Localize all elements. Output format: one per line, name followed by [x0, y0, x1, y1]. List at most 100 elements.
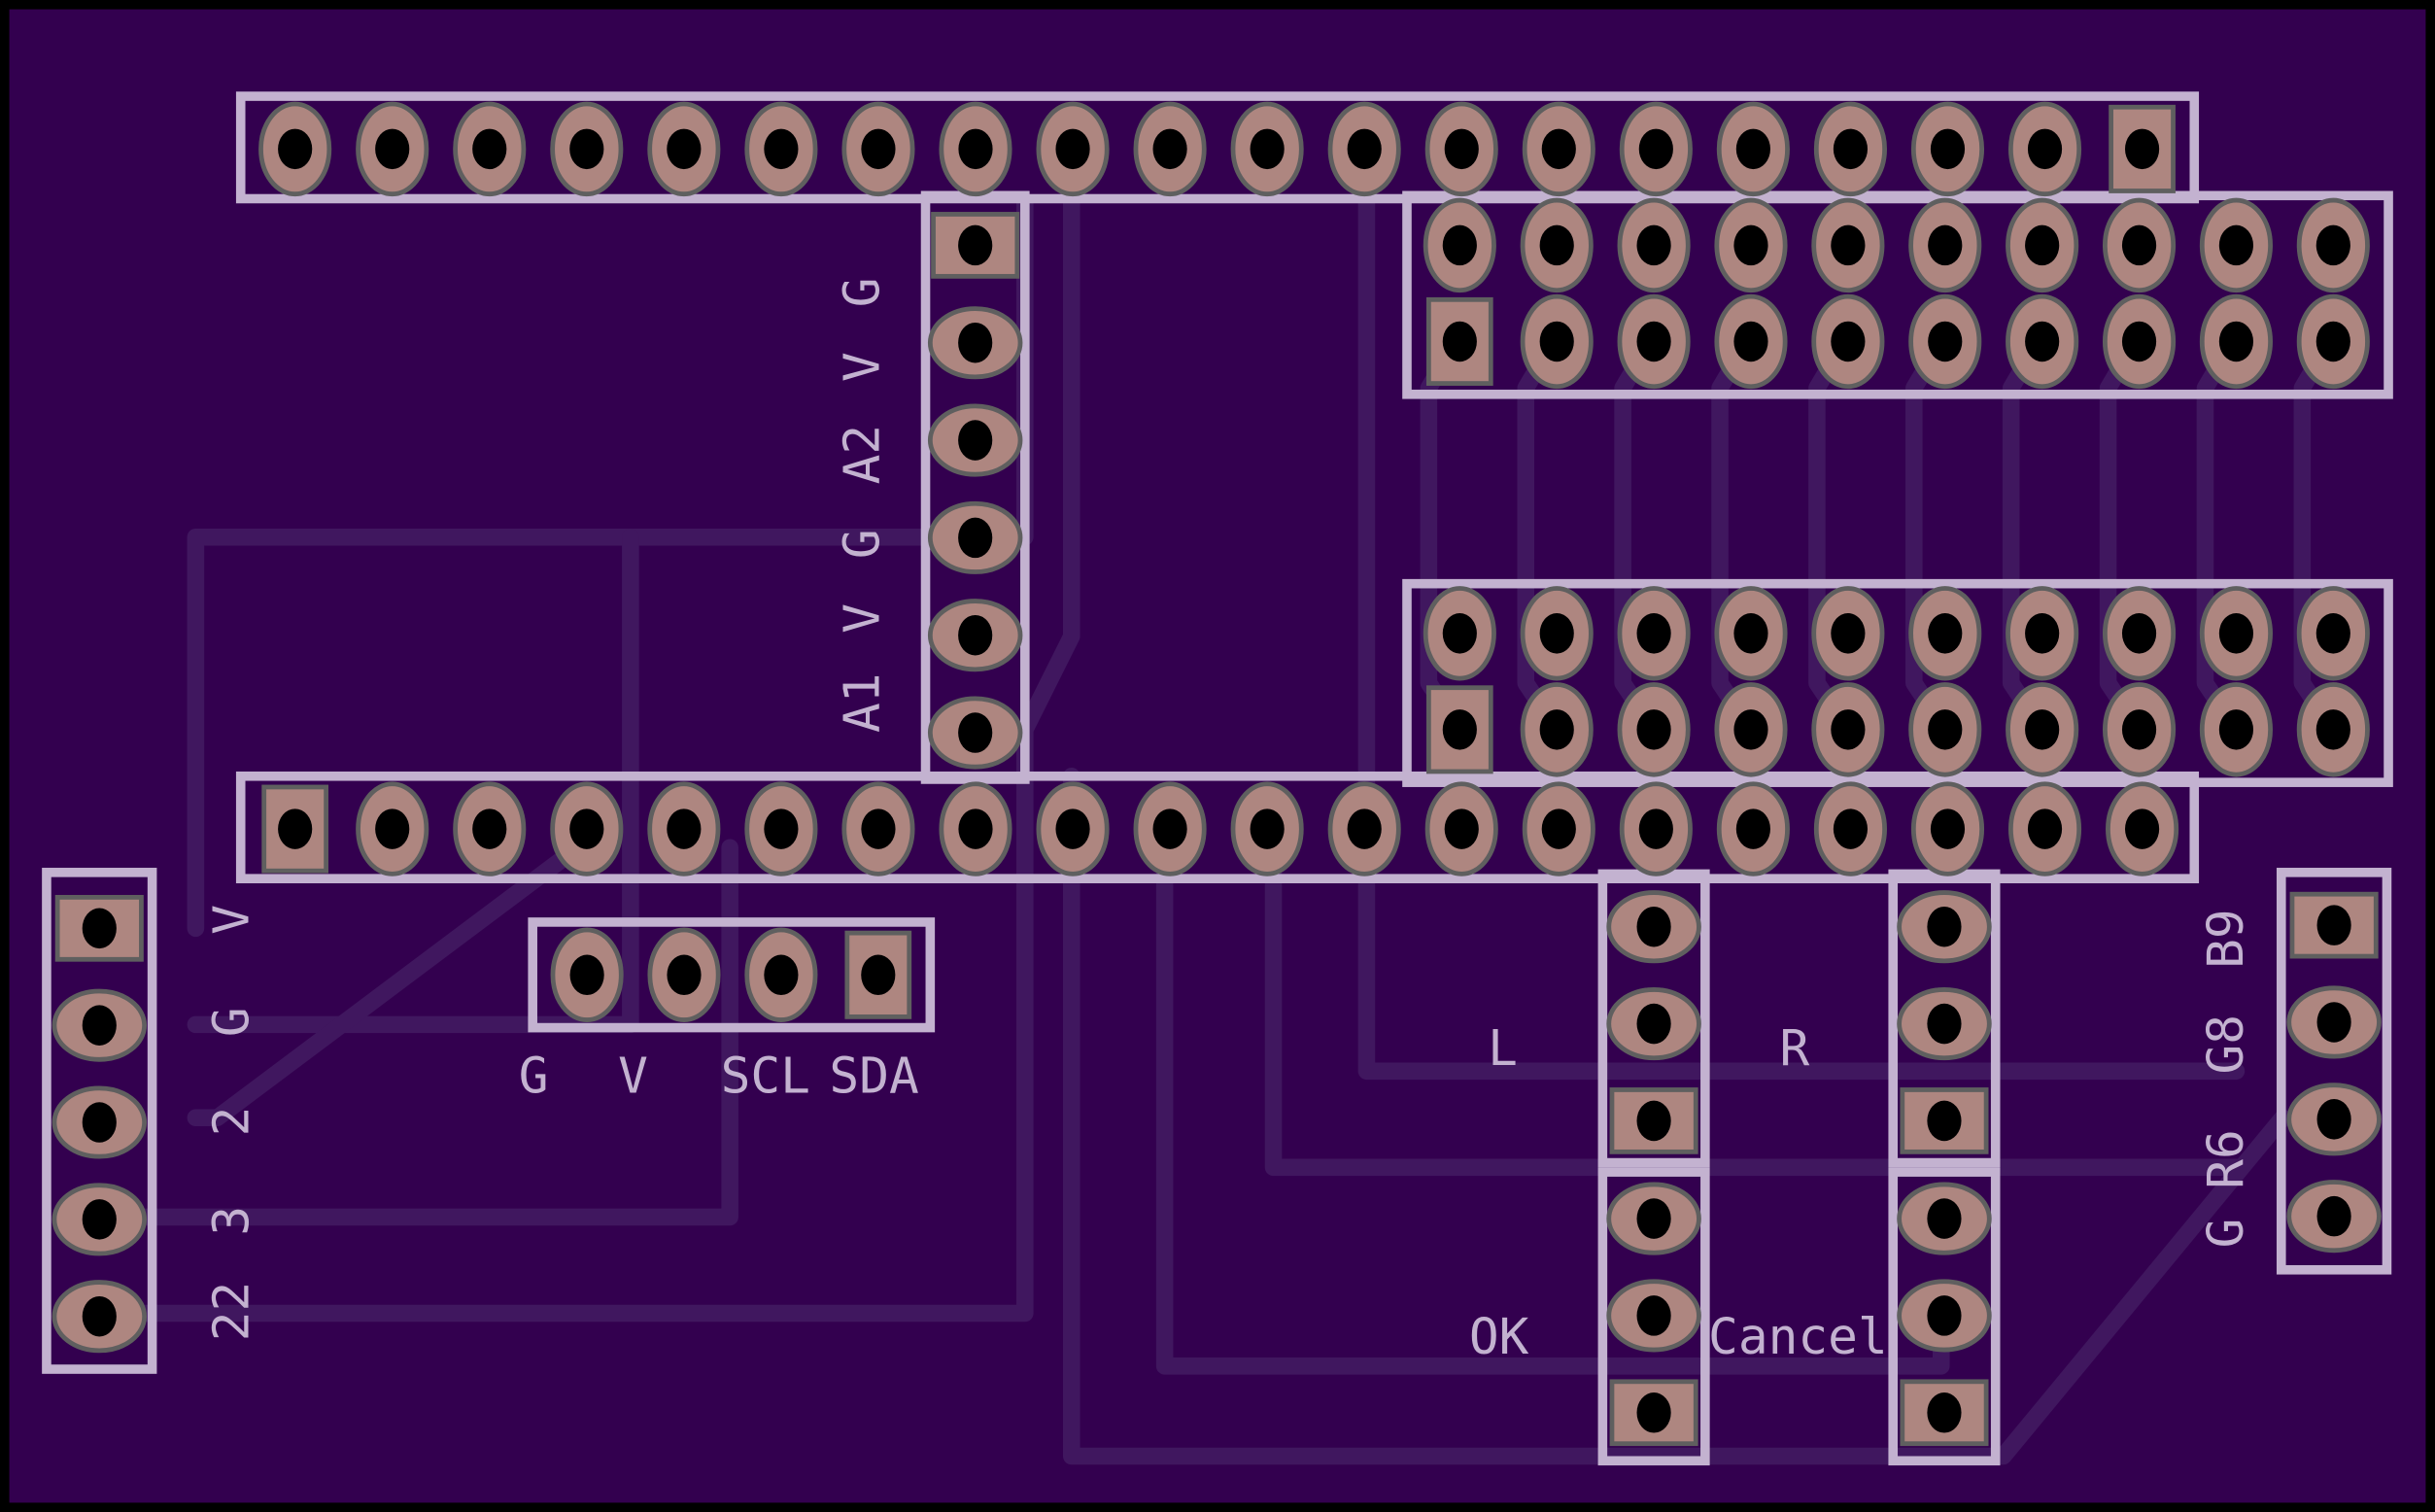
- oval-pad: [550, 101, 624, 197]
- drill-hole: [82, 1199, 117, 1240]
- oval-pad: [2199, 586, 2273, 681]
- drill-hole: [569, 128, 604, 170]
- drill-hole: [1638, 128, 1673, 170]
- label-A1: A1: [835, 672, 892, 733]
- drill-hole: [1347, 808, 1382, 849]
- oval-pad: [1908, 682, 1982, 777]
- trace: [1357, 192, 2246, 1081]
- drill-hole: [958, 322, 993, 363]
- drill-hole: [2025, 321, 2060, 362]
- drill-hole: [1539, 224, 1574, 266]
- drill-hole: [1930, 128, 1966, 170]
- drill-hole: [1831, 709, 1866, 750]
- oval-pad: [1606, 890, 1701, 964]
- drill-hole: [1831, 321, 1866, 362]
- oval-pad: [51, 988, 148, 1062]
- oval-pad: [1811, 586, 1885, 681]
- drill-hole: [1541, 808, 1576, 849]
- oval-pad: [1619, 781, 1693, 876]
- oval-pad: [1716, 781, 1790, 876]
- oval-pad: [2007, 101, 2082, 197]
- oval-pad: [2106, 781, 2179, 876]
- square-pad: [1425, 685, 1493, 774]
- drill-hole: [1636, 1295, 1671, 1336]
- oval-pad: [927, 306, 1023, 380]
- drill-hole: [2315, 709, 2350, 750]
- drill-hole: [1735, 808, 1770, 849]
- label-left-G: G: [204, 1007, 261, 1037]
- oval-pad: [2102, 682, 2177, 777]
- drill-hole: [2218, 321, 2254, 362]
- drill-hole: [1927, 1295, 1962, 1336]
- oval-pad: [1230, 101, 1304, 197]
- label-G2: G: [835, 278, 892, 308]
- oval-pad: [1716, 101, 1790, 197]
- trace: [93, 839, 738, 1226]
- oval-pad: [744, 927, 818, 1022]
- drill-hole: [764, 128, 799, 170]
- drill-hole: [2121, 613, 2157, 654]
- drill-hole: [2218, 224, 2254, 266]
- oval-pad: [1908, 197, 1982, 293]
- oval-pad: [550, 927, 624, 1022]
- label-i2c-G: G: [519, 1048, 549, 1106]
- label-A2: A2: [835, 425, 892, 485]
- oval-pad: [647, 927, 721, 1022]
- drill-hole: [1636, 1198, 1671, 1239]
- drill-hole: [2124, 128, 2160, 170]
- oval-pad: [2199, 682, 2273, 777]
- oval-pad: [1897, 987, 1992, 1061]
- drill-hole: [958, 224, 993, 266]
- label-rgb-G8: G8: [2198, 1014, 2255, 1075]
- oval-pad: [2296, 293, 2370, 390]
- drill-hole: [2025, 613, 2060, 654]
- oval-pad: [1606, 1182, 1701, 1255]
- drill-hole: [1636, 613, 1671, 654]
- label-left-V: V: [204, 905, 261, 935]
- drill-hole: [1831, 224, 1866, 266]
- drill-hole: [1055, 808, 1090, 849]
- drill-hole: [375, 128, 410, 170]
- oval-pad: [258, 101, 332, 197]
- drill-hole: [1927, 1198, 1962, 1239]
- oval-pad: [1617, 197, 1691, 293]
- drill-hole: [1442, 224, 1477, 266]
- oval-pad: [2007, 781, 2082, 876]
- drill-hole: [1928, 613, 1963, 654]
- label-rgb-B9: B9: [2198, 909, 2255, 969]
- drill-hole: [861, 954, 896, 996]
- drill-hole: [1636, 1392, 1671, 1433]
- drill-hole: [1733, 709, 1768, 750]
- oval-pad: [2296, 197, 2370, 293]
- drill-hole: [1928, 224, 1963, 266]
- oval-pad: [550, 781, 624, 876]
- square-pad: [2289, 891, 2379, 959]
- oval-pad: [1813, 781, 1887, 876]
- oval-pad: [1520, 682, 1594, 777]
- drill-hole: [1833, 808, 1869, 849]
- drill-hole: [1636, 1100, 1671, 1142]
- drill-hole: [472, 808, 507, 849]
- oval-pad: [2286, 1180, 2382, 1254]
- drill-hole: [1055, 128, 1090, 170]
- oval-pad: [647, 781, 721, 876]
- oval-pad: [2006, 682, 2079, 777]
- drill-hole: [82, 1005, 117, 1046]
- drill-hole: [2316, 1099, 2351, 1140]
- oval-pad: [939, 781, 1012, 876]
- oval-pad: [2102, 197, 2177, 293]
- drill-hole: [1638, 808, 1673, 849]
- oval-pad: [927, 403, 1023, 477]
- drill-hole: [1927, 1100, 1962, 1142]
- square-pad: [2109, 104, 2176, 193]
- oval-pad: [1522, 781, 1595, 876]
- drill-hole: [1733, 613, 1768, 654]
- oval-pad: [356, 781, 429, 876]
- drill-hole: [2124, 808, 2160, 849]
- drill-hole: [1539, 321, 1574, 362]
- oval-pad: [453, 781, 527, 876]
- drill-hole: [1250, 128, 1285, 170]
- oval-pad: [1908, 586, 1982, 681]
- drill-hole: [2218, 613, 2254, 654]
- oval-pad: [927, 599, 1023, 672]
